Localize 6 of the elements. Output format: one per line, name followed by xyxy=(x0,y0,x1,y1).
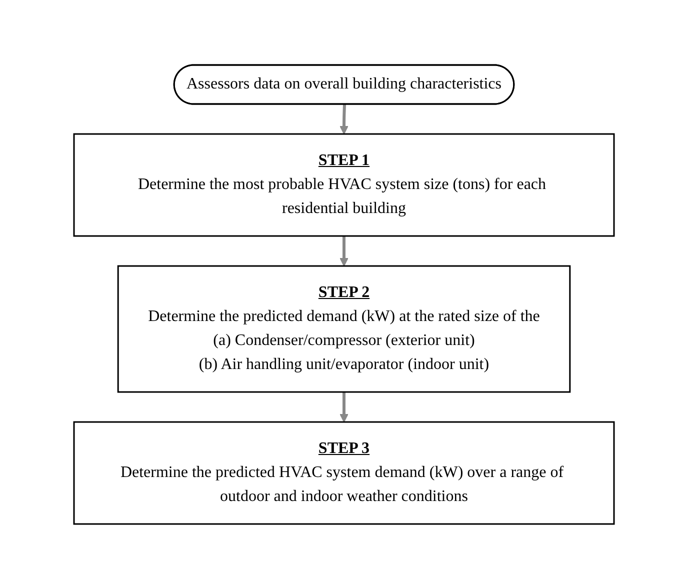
node-box: STEP 3 Determine the predicted HVAC system demand (kW) over a range of outdoor and indoor weather conditions xyxy=(73,420,615,524)
node-box: STEP 1 Determine the most probable HVAC system size (tons) for each residential building xyxy=(73,132,615,236)
arrow xyxy=(340,392,348,422)
node-box: STEP 2 Determine the predicted demand (kW) at the rated size of the (a) Condenser/compressor (exterior unit) (b) Air handling unit/evaporator (indoor unit) xyxy=(117,264,571,392)
arrow xyxy=(340,104,348,134)
arrow xyxy=(340,236,348,266)
